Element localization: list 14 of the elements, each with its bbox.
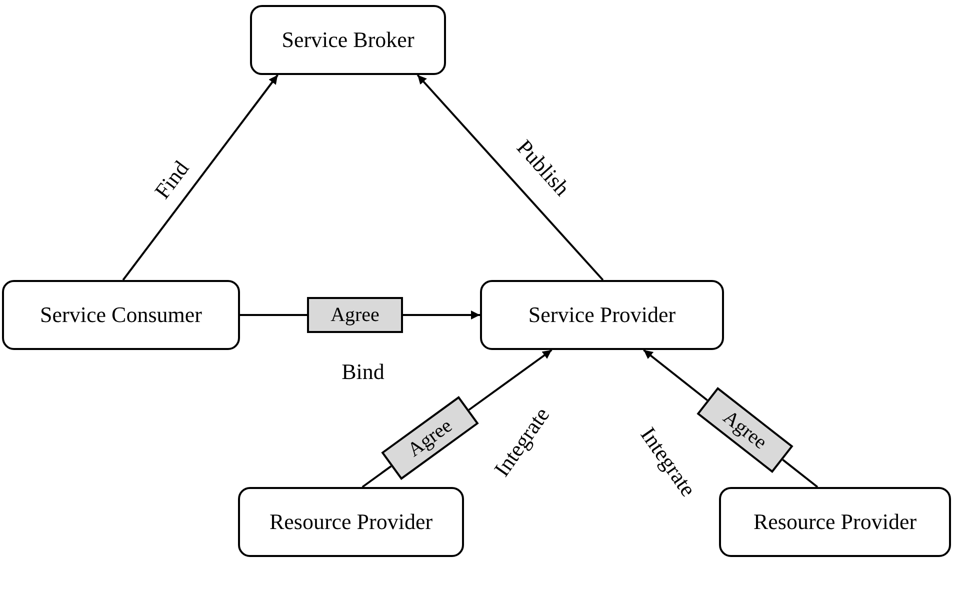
process-box: Service Consumer [2, 280, 240, 350]
connector-line [362, 465, 392, 488]
process-box: Resource Provider [719, 487, 951, 557]
agreement-box: Agree [307, 297, 403, 333]
arrow [643, 349, 708, 402]
process-box: Resource Provider [238, 487, 464, 557]
arrow [403, 310, 480, 320]
connector-line [782, 458, 818, 488]
arrow [468, 349, 552, 411]
process-box: Service Broker [250, 5, 446, 75]
arrow [416, 74, 604, 281]
connector-line [240, 314, 307, 316]
arrow [122, 74, 278, 281]
process-box: Service Provider [480, 280, 724, 350]
